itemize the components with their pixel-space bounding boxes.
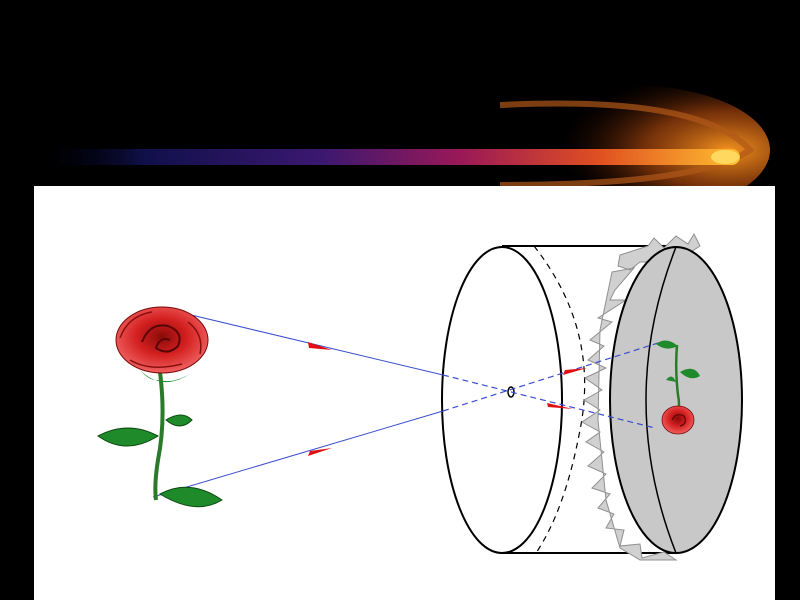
comet-arc [499, 100, 755, 188]
rose-icon [97, 306, 223, 508]
light-rays [152, 307, 659, 498]
comet-banner [40, 85, 770, 200]
rose-leaf-bottom [158, 486, 223, 508]
image-rose-leaf-top [656, 340, 678, 349]
image-rose-leaf-mid [680, 368, 700, 379]
rose-sepal [140, 370, 190, 383]
direction-arrows [308, 342, 587, 456]
camera-front-face [441, 246, 563, 554]
rose-petal-outer [119, 311, 202, 368]
ray-bottom-inside [442, 342, 659, 412]
rose-stem [153, 371, 165, 501]
rose-petal-swirl [141, 324, 181, 353]
image-rose-bloom [661, 405, 695, 435]
screen-rim [645, 246, 677, 554]
ray-top-outside [161, 307, 444, 376]
arrow-top-ray-outside [308, 342, 332, 350]
image-rose-leaf-small [666, 376, 676, 382]
comet-trail [40, 149, 740, 165]
arrow-top-ray-inside [547, 403, 573, 409]
screen-surface [609, 246, 743, 554]
rose-leaf-left [97, 427, 159, 447]
ray-top-inside [442, 374, 656, 429]
inverted-rose-icon [656, 340, 700, 435]
camera-hidden-back-edge [533, 245, 586, 554]
arrow-bottom-ray-inside [563, 368, 587, 375]
comet-head [711, 150, 739, 164]
image-screen [609, 246, 743, 554]
torn-film-edge [581, 232, 701, 561]
rose-leaf-right-small [165, 414, 193, 427]
ray-bottom-outside [152, 410, 444, 498]
image-rose-swirl [671, 414, 686, 427]
arrow-bottom-ray-outside [308, 448, 332, 456]
